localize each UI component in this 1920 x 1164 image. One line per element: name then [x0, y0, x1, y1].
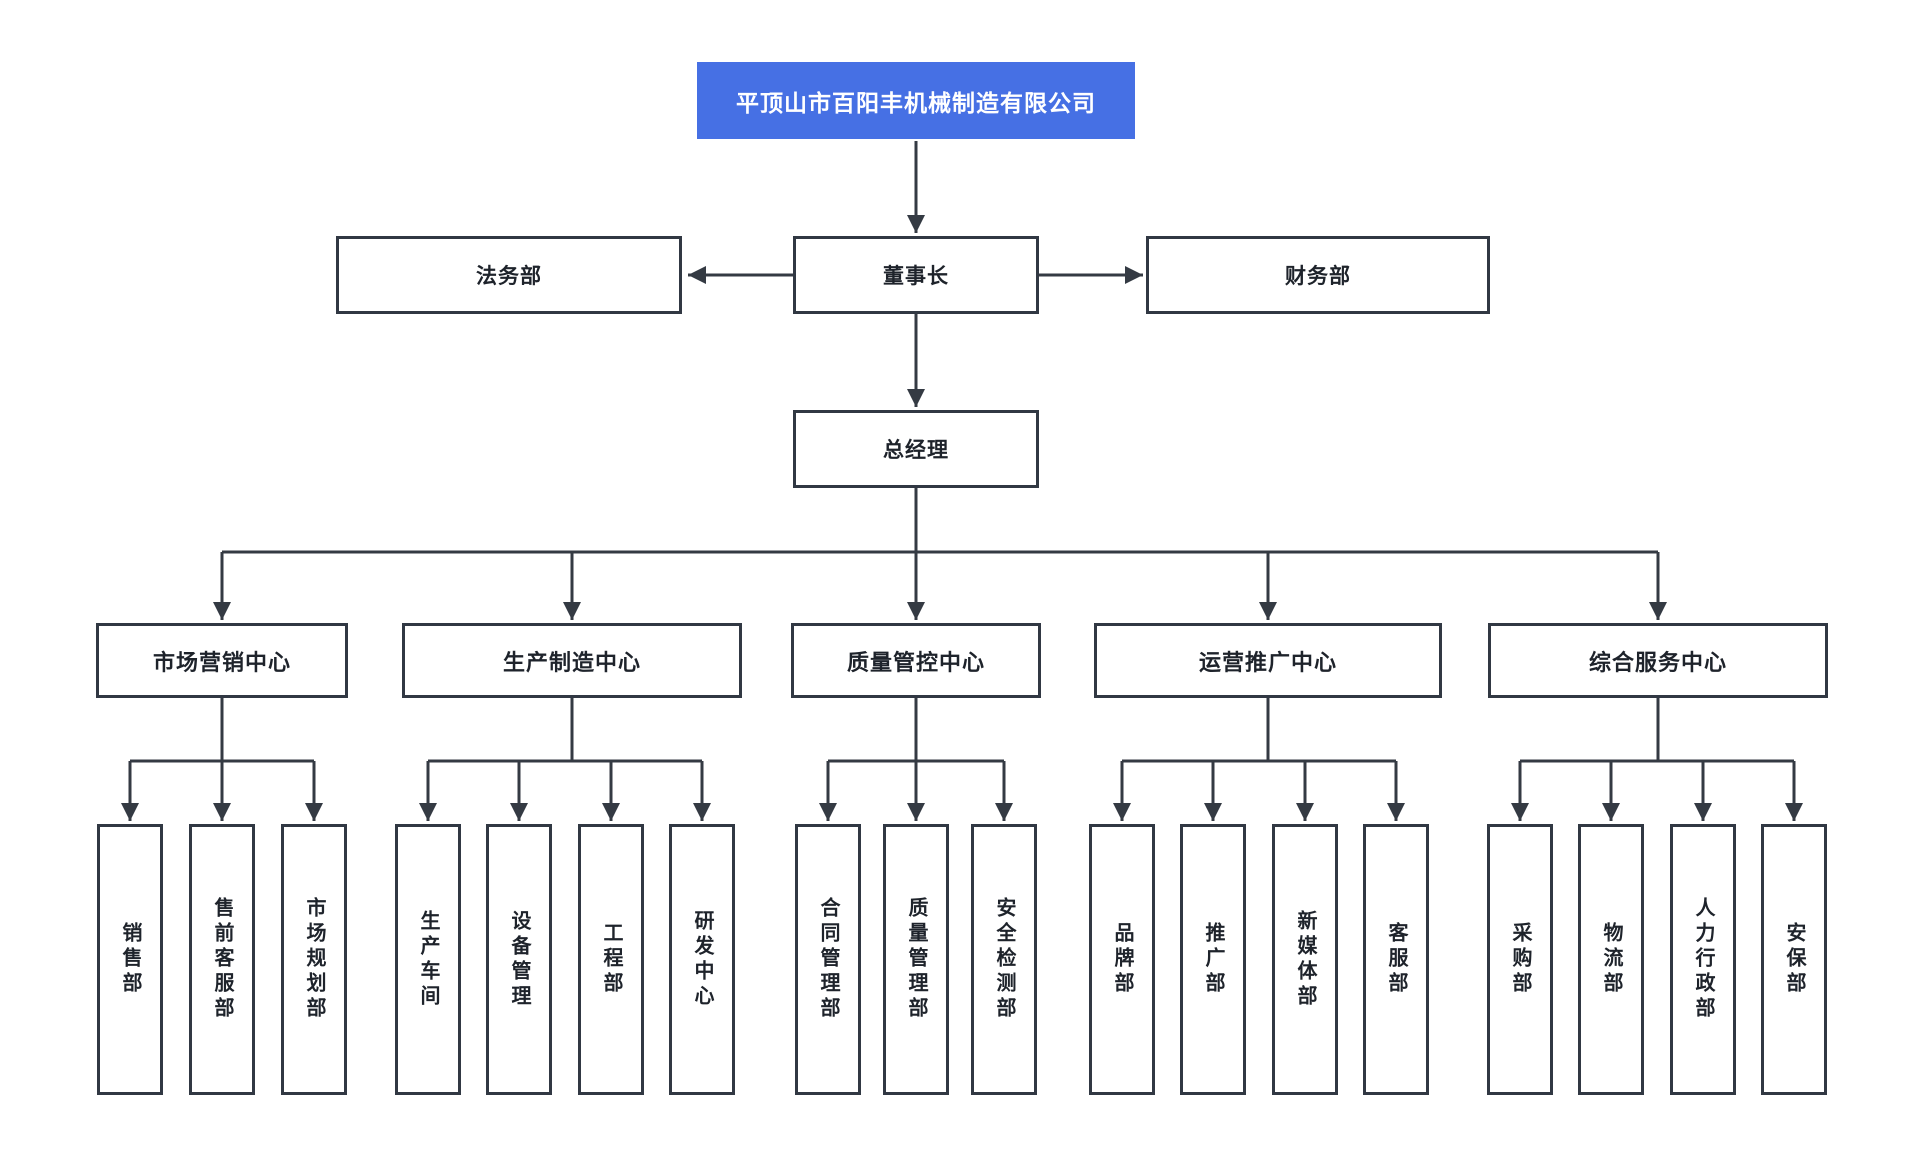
node-finance-dept: 财务部	[1146, 236, 1490, 314]
node-center-operations: 运营推广中心	[1094, 623, 1442, 698]
node-dept-contract-mgmt: 合同管理部	[795, 824, 861, 1095]
node-dept-quality-mgmt: 质量管理部	[883, 824, 949, 1095]
node-center-quality: 质量管控中心	[791, 623, 1041, 698]
node-dept-sales: 销售部	[97, 824, 163, 1095]
node-dept-safety-inspection: 安全检测部	[971, 824, 1037, 1095]
node-dept-customer-service: 客服部	[1363, 824, 1429, 1095]
node-legal-dept: 法务部	[336, 236, 682, 314]
node-center-services: 综合服务中心	[1488, 623, 1828, 698]
node-dept-rd-center: 研发中心	[669, 824, 735, 1095]
node-company-title: 平顶山市百阳丰机械制造有限公司	[697, 62, 1135, 139]
node-general-manager: 总经理	[793, 410, 1039, 488]
node-dept-brand: 品牌部	[1089, 824, 1155, 1095]
node-dept-security: 安保部	[1761, 824, 1827, 1095]
node-dept-purchasing: 采购部	[1487, 824, 1553, 1095]
node-dept-presales-service: 售前客服部	[189, 824, 255, 1095]
node-dept-equipment-mgmt: 设备管理	[486, 824, 552, 1095]
node-center-marketing: 市场营销中心	[96, 623, 348, 698]
node-dept-production-workshop: 生产车间	[395, 824, 461, 1095]
node-dept-promotion: 推广部	[1180, 824, 1246, 1095]
node-dept-logistics: 物流部	[1578, 824, 1644, 1095]
node-center-production: 生产制造中心	[402, 623, 742, 698]
node-dept-hr-admin: 人力行政部	[1670, 824, 1736, 1095]
node-dept-market-planning: 市场规划部	[281, 824, 347, 1095]
node-chairman: 董事长	[793, 236, 1039, 314]
node-dept-engineering: 工程部	[578, 824, 644, 1095]
node-dept-new-media: 新媒体部	[1272, 824, 1338, 1095]
